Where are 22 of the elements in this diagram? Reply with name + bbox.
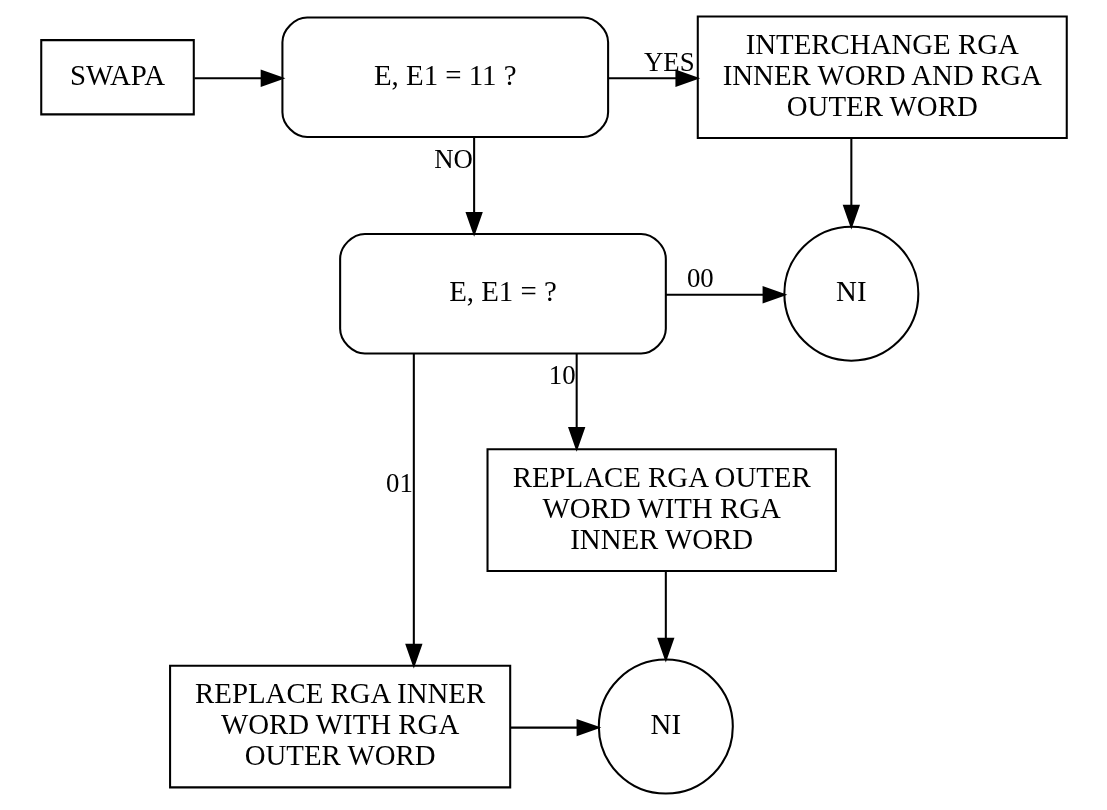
- arrow: [842, 138, 860, 230]
- node-box: REPLACE RGA INNER WORD WITH RGA OUTER WORD: [168, 664, 511, 789]
- edge-label: 01: [385, 467, 413, 498]
- arrow: [665, 286, 787, 304]
- arrow: [404, 353, 422, 669]
- edge-label: 10: [548, 359, 576, 390]
- arrow: [464, 137, 483, 237]
- node-circle: NI: [597, 658, 734, 795]
- node-box: INTERCHANGE RGA INNER WORD AND RGA OUTER WORD: [696, 15, 1068, 140]
- node-box: SWAPA: [39, 39, 195, 116]
- arrow: [656, 571, 674, 663]
- arrow: [567, 354, 585, 452]
- arrow: [608, 69, 700, 87]
- arrow: [193, 69, 285, 87]
- edge-label: 00: [686, 263, 714, 294]
- node-box: E, E1 = ?: [338, 232, 667, 355]
- arrow: [510, 718, 601, 737]
- node-box: REPLACE RGA OUTER WORD WITH RGA INNER WORD: [486, 448, 837, 572]
- edge-label: YES: [643, 46, 695, 77]
- node-box: E, E1 = 11 ?: [280, 16, 609, 139]
- node-circle: NI: [782, 225, 919, 362]
- edge-label: NO: [433, 143, 473, 174]
